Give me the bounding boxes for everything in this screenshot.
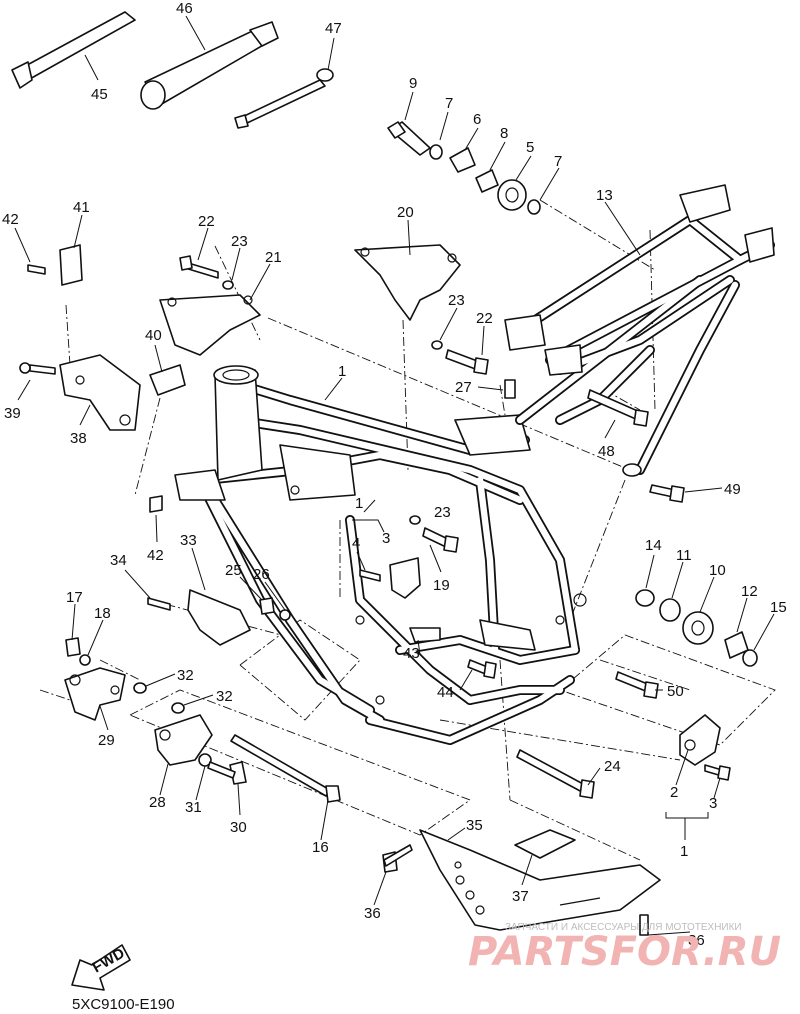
callout-12: 12: [741, 583, 758, 600]
watermark-tagline: ЗАПЧАСТИ И АКСЕССУАРЫ ДЛЯ МОТОТЕХНИКИ: [505, 922, 742, 933]
callout-1a: 1: [338, 363, 346, 380]
callout-45: 45: [91, 86, 108, 103]
callout-labels: 45 46 47 9 7 6 8 5 7 13 20 21 22 23 23 2…: [2, 0, 787, 949]
tool-spoke-key: [234, 68, 334, 129]
callout-18: 18: [94, 605, 111, 622]
pivot-bolt-set: [387, 121, 541, 215]
callout-44: 44: [437, 684, 454, 701]
callout-14: 14: [645, 537, 662, 554]
lower-parts: [64, 389, 731, 803]
callout-42a: 42: [2, 211, 19, 228]
diagram-code: 5XC9100-E190: [72, 996, 175, 1013]
callout-5: 5: [526, 139, 534, 156]
callout-49: 49: [724, 481, 741, 498]
callout-35: 35: [466, 817, 483, 834]
callout-1c: 1: [680, 843, 688, 860]
callout-42b: 42: [147, 547, 164, 564]
middle-hardware: [359, 340, 516, 599]
callout-4: 4: [352, 535, 360, 552]
callout-46: 46: [176, 0, 193, 17]
rear-sub-frame: [504, 184, 775, 477]
callout-47: 47: [325, 20, 342, 37]
callout-50: 50: [667, 683, 684, 700]
callout-39: 39: [4, 405, 21, 422]
callout-23a: 23: [231, 233, 248, 250]
callout-27: 27: [455, 379, 472, 396]
callout-48: 48: [598, 443, 615, 460]
callout-11: 11: [676, 547, 692, 564]
callout-2: 2: [670, 784, 678, 801]
callout-34: 34: [110, 552, 127, 569]
callout-43: 43: [403, 645, 420, 662]
watermark-brand: PARTSFOR.RU: [468, 929, 781, 975]
callout-36b: 36: [688, 932, 705, 949]
callout-6: 6: [473, 111, 481, 128]
left-bracket-group: [19, 244, 186, 513]
callout-24: 24: [604, 758, 621, 775]
callout-3b: 3: [709, 795, 717, 812]
callout-31: 31: [185, 799, 202, 816]
tool-wrench: [11, 11, 136, 89]
fwd-arrow-icon: FWD: [71, 944, 131, 991]
callout-22a: 22: [198, 213, 215, 230]
callout-7a: 7: [445, 95, 453, 112]
callout-37: 37: [512, 888, 529, 905]
callout-32b: 32: [216, 688, 233, 705]
pivot-collar-set: [635, 589, 758, 667]
callout-13: 13: [596, 187, 613, 204]
callout-16: 16: [312, 839, 329, 856]
callout-3a: 3: [382, 530, 390, 547]
callout-21: 21: [265, 249, 282, 266]
callout-38: 38: [70, 430, 87, 447]
callout-22b: 22: [476, 310, 493, 327]
skid-plate: [382, 829, 661, 936]
callout-15: 15: [770, 599, 787, 616]
callout-29: 29: [98, 732, 115, 749]
upper-brackets: [159, 244, 461, 356]
leader-lines: [14, 15, 775, 936]
callout-1b: 1: [355, 495, 363, 512]
callout-40: 40: [145, 327, 162, 344]
callout-19: 19: [433, 577, 450, 594]
callout-17: 17: [66, 589, 83, 606]
callout-7b: 7: [554, 153, 562, 170]
callout-9: 9: [409, 75, 417, 92]
callout-26: 26: [253, 566, 270, 583]
callout-28: 28: [149, 794, 166, 811]
callout-33: 33: [180, 532, 197, 549]
callout-8: 8: [500, 125, 508, 142]
callout-10: 10: [709, 562, 726, 579]
callout-20: 20: [397, 204, 414, 221]
tool-socket: [140, 21, 279, 110]
callout-30: 30: [230, 819, 247, 836]
watermark: PARTSFOR.RU ЗАПЧАСТИ И АКСЕССУАРЫ ДЛЯ МО…: [468, 922, 781, 975]
callout-23b: 23: [448, 292, 465, 309]
callout-25: 25: [225, 562, 242, 579]
callout-36a: 36: [364, 905, 381, 922]
callout-32a: 32: [177, 667, 194, 684]
callout-23c: 23: [434, 504, 451, 521]
callout-41: 41: [73, 199, 90, 216]
main-frame: [174, 365, 587, 745]
